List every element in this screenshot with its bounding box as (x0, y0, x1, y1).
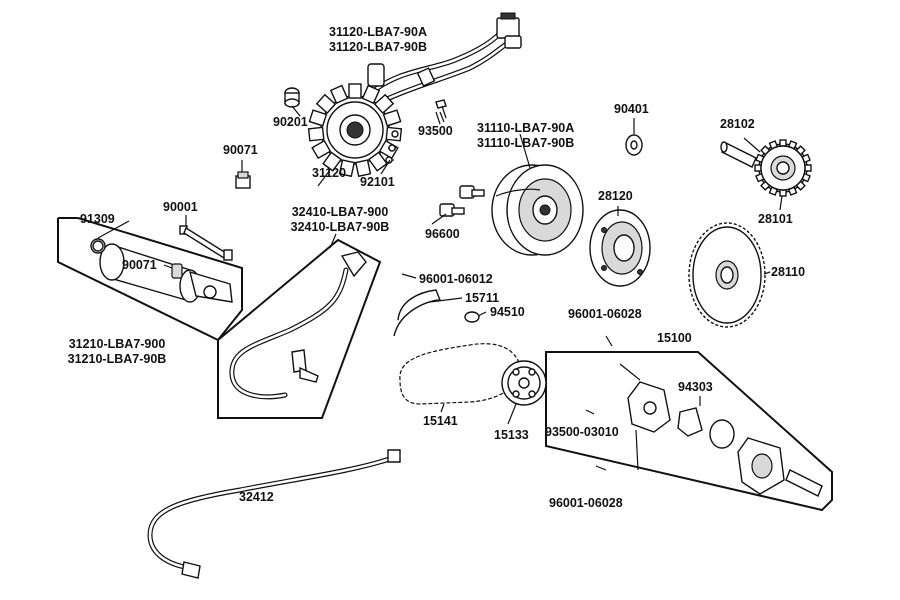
label-15141: 15141 (423, 414, 458, 428)
label-15133: 15133 (494, 428, 529, 442)
starter-motor-box (57, 217, 243, 342)
label-15711: 15711 (465, 291, 500, 305)
label-28120: 28120 (598, 189, 633, 203)
label-96001-06012: 96001-06012 (419, 272, 493, 286)
label-stator-b: 31120-LBA7-90B (329, 40, 427, 54)
leader-lines (97, 105, 783, 425)
label-flywheel-b: 31110-LBA7-90B (477, 136, 575, 150)
label-28110: 28110 (771, 265, 806, 279)
label-94303: 94303 (678, 380, 713, 394)
label-stator-a: 31120-LBA7-90A (329, 25, 427, 39)
label-90071-motor: 90071 (122, 258, 157, 272)
label-90201: 90201 (273, 115, 308, 129)
label-94510: 94510 (490, 305, 525, 319)
washer-90401 (625, 134, 643, 156)
nut-90071-top (235, 171, 251, 189)
label-96001-06028-top: 96001-06028 (568, 307, 642, 321)
label-93500: 93500 (418, 124, 453, 138)
label-15100: 15100 (657, 331, 692, 345)
starter-clutch-drawing (589, 209, 651, 287)
ground-cable-drawing (147, 449, 401, 579)
label-96001-06028-bottom: 96001-06028 (549, 496, 623, 510)
label-28102: 28102 (720, 117, 755, 131)
bolt-90001 (179, 225, 233, 261)
label-96600: 96600 (425, 227, 460, 241)
bolts-96600 (439, 185, 485, 217)
label-cable-a: 32410-LBA7-900 (291, 205, 389, 219)
stator-drawing (307, 12, 522, 178)
label-28101: 28101 (758, 212, 793, 226)
label-93500-03010: 93500-03010 (545, 425, 619, 439)
label-90071-top: 90071 (223, 143, 258, 157)
label-32412: 32412 (239, 490, 274, 504)
label-91309: 91309 (80, 212, 115, 226)
stator-hardware (284, 87, 447, 164)
label-90001: 90001 (163, 200, 198, 214)
flywheel-drawing (491, 164, 584, 256)
chain-sprocket-drawing (393, 289, 547, 406)
label-92101: 92101 (360, 175, 395, 189)
oil-pump-box (545, 335, 833, 512)
label-31120: 31120 (312, 166, 347, 180)
idle-gear-drawing (720, 139, 812, 197)
label-cable-b: 32410-LBA7-90B (290, 220, 390, 234)
label-90401: 90401 (614, 102, 649, 116)
label-motor-b: 31210-LBA7-90B (67, 352, 167, 366)
starter-cable-box (217, 238, 382, 419)
label-flywheel-a: 31110-LBA7-90A (477, 121, 575, 135)
label-motor-a: 31210-LBA7-900 (68, 337, 166, 351)
driven-gear-drawing (688, 222, 766, 328)
